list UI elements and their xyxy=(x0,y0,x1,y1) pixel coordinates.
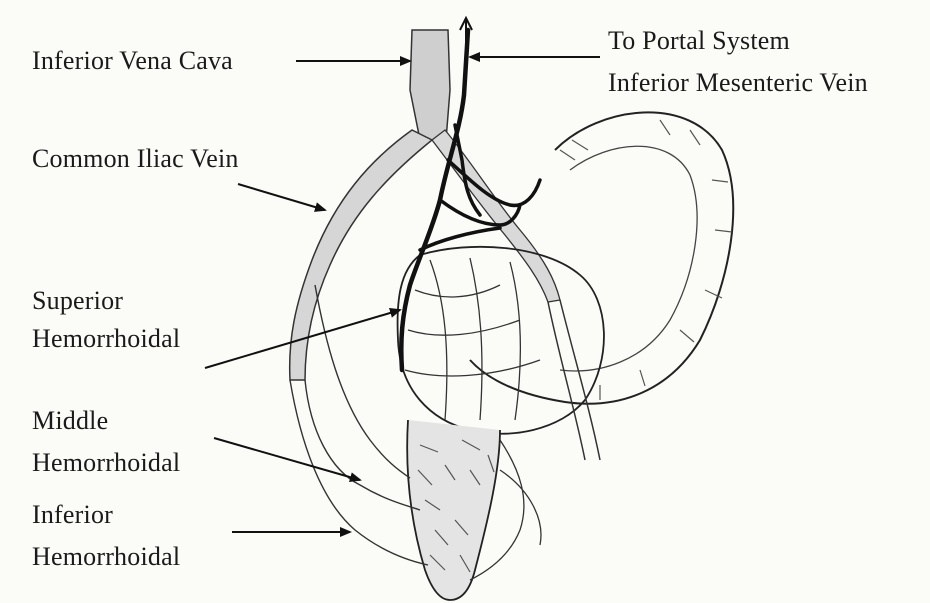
right-iliac-descending xyxy=(548,300,600,460)
top-vessel-arrow xyxy=(460,18,472,58)
label-inferior-vena-cava: Inferior Vena Cava xyxy=(32,44,233,78)
label-superior-hemorrhoidal-line1: Superior xyxy=(32,284,123,318)
anal-canal xyxy=(407,420,500,600)
inferior-vena-cava-vessel xyxy=(410,30,450,140)
label-inferior-hemorrhoidal-line2: Hemorrhoidal xyxy=(32,540,180,574)
label-superior-hemorrhoidal-line2: Hemorrhoidal xyxy=(32,322,180,356)
middle-hemorrhoidal-leader-arrow xyxy=(214,438,360,480)
common-iliac-vein-vessel xyxy=(290,130,432,380)
label-middle-hemorrhoidal-line2: Hemorrhoidal xyxy=(32,446,180,480)
label-inferior-mesenteric-vein: Inferior Mesenteric Vein xyxy=(608,66,868,100)
label-to-portal-system: To Portal System xyxy=(608,24,790,58)
sigmoid-colon-inner xyxy=(560,146,697,371)
superior-hemorrhoidal-branches xyxy=(405,258,540,420)
colon-haustra xyxy=(560,120,732,400)
common-iliac-leader-arrow xyxy=(238,184,325,210)
label-middle-hemorrhoidal-line1: Middle xyxy=(32,404,108,438)
label-common-iliac-vein: Common Iliac Vein xyxy=(32,142,239,176)
label-inferior-hemorrhoidal-line1: Inferior xyxy=(32,498,113,532)
